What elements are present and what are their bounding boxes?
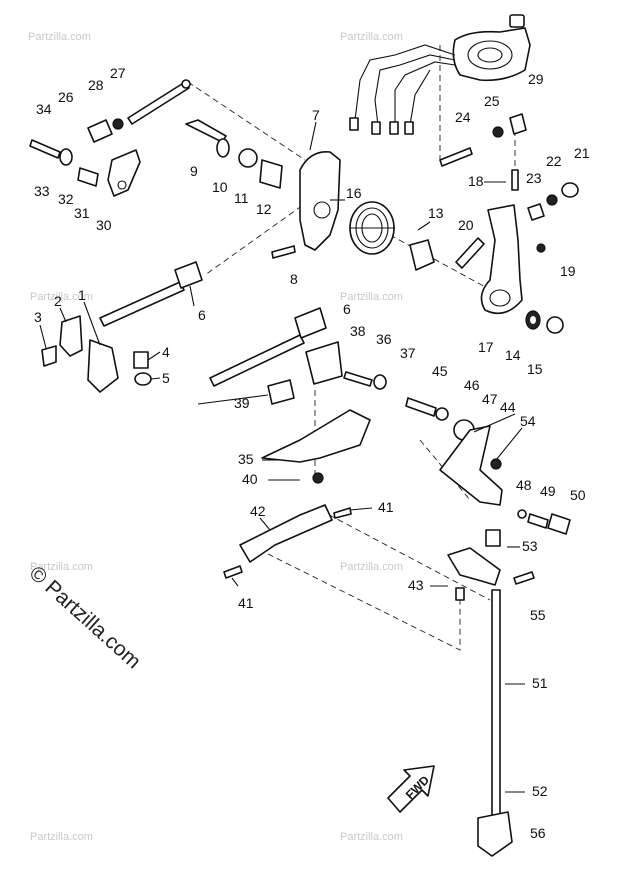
callout-32: 32 bbox=[58, 191, 74, 207]
callout-52: 52 bbox=[532, 783, 548, 799]
watermark-text: Partzilla.com bbox=[340, 561, 403, 573]
watermark-text: Partzilla.com bbox=[340, 831, 403, 843]
watermark-text: Partzilla.com bbox=[30, 291, 93, 303]
callout-38: 38 bbox=[350, 323, 366, 339]
callout-49: 49 bbox=[540, 483, 556, 499]
callout-17: 17 bbox=[478, 339, 494, 355]
callout-8: 8 bbox=[290, 271, 298, 287]
callout-51: 51 bbox=[532, 675, 548, 691]
callout-43: 43 bbox=[408, 577, 424, 593]
callout-29: 29 bbox=[528, 71, 544, 87]
callout-10: 10 bbox=[212, 179, 228, 195]
callout-54: 54 bbox=[520, 413, 536, 429]
assembly-lines bbox=[187, 45, 516, 651]
callout-15: 15 bbox=[527, 361, 543, 377]
callout-37: 37 bbox=[400, 345, 416, 361]
callout-47: 47 bbox=[482, 391, 498, 407]
callout-16: 16 bbox=[346, 185, 362, 201]
callout-46: 46 bbox=[464, 377, 480, 393]
callout-2: 2 bbox=[54, 293, 62, 309]
callout-36: 36 bbox=[376, 331, 392, 347]
callout-5: 5 bbox=[162, 370, 170, 386]
callout-42: 42 bbox=[250, 503, 266, 519]
watermark-text: Partzilla.com bbox=[28, 31, 91, 43]
shift-rod bbox=[491, 589, 501, 821]
callout-55: 55 bbox=[530, 607, 546, 623]
callout-41: 41 bbox=[378, 499, 394, 515]
callout-7: 7 bbox=[312, 107, 320, 123]
callout-26: 26 bbox=[58, 89, 74, 105]
callout-4: 4 bbox=[162, 344, 170, 360]
callout-6: 6 bbox=[198, 307, 206, 323]
throttle-rod bbox=[127, 81, 190, 125]
callout-44: 44 bbox=[500, 399, 516, 415]
callout-20: 20 bbox=[458, 217, 474, 233]
callout-40: 40 bbox=[242, 471, 258, 487]
callout-39: 39 bbox=[234, 395, 250, 411]
callout-25: 25 bbox=[484, 93, 500, 109]
callout-33: 33 bbox=[34, 183, 50, 199]
callout-11: 11 bbox=[234, 190, 249, 206]
spring bbox=[349, 201, 395, 255]
callout-24: 24 bbox=[455, 109, 471, 125]
callout-50: 50 bbox=[570, 487, 586, 503]
watermark-text: Partzilla.com bbox=[30, 831, 93, 843]
callout-13: 13 bbox=[428, 205, 444, 221]
callout-9: 9 bbox=[190, 163, 198, 179]
watermark-text: Partzilla.com bbox=[30, 561, 93, 573]
callout-23: 23 bbox=[526, 170, 542, 186]
shift-arm bbox=[239, 504, 333, 563]
leader-lines bbox=[39, 121, 525, 793]
part-drawings: FWD bbox=[29, 79, 579, 857]
callout-labels: 1 2 3 4 5 6 6 7 8 9 10 11 12 13 14 15 16… bbox=[34, 65, 590, 841]
callout-56: 56 bbox=[530, 825, 546, 841]
magneto-control-lever bbox=[299, 151, 341, 251]
callout-18: 18 bbox=[468, 173, 484, 189]
callout-35: 35 bbox=[238, 451, 254, 467]
callout-21: 21 bbox=[574, 145, 590, 161]
callout-30: 30 bbox=[96, 217, 112, 233]
watermark-text: Partzilla.com bbox=[340, 291, 403, 303]
callout-6: 6 bbox=[343, 301, 351, 317]
callout-34: 34 bbox=[36, 101, 52, 117]
timing-plate-assembly bbox=[349, 14, 531, 135]
callout-1: 1 bbox=[78, 287, 86, 303]
fwd-direction-arrow: FWD bbox=[387, 765, 435, 813]
callout-41: 41 bbox=[238, 595, 254, 611]
callout-19: 19 bbox=[560, 263, 576, 279]
callout-53: 53 bbox=[522, 538, 538, 554]
callout-22: 22 bbox=[546, 153, 562, 169]
link-arm bbox=[439, 425, 503, 506]
callout-31: 31 bbox=[74, 205, 90, 221]
callout-12: 12 bbox=[256, 201, 272, 217]
watermark-text: Partzilla.com bbox=[340, 31, 403, 43]
callout-45: 45 bbox=[432, 363, 448, 379]
callout-14: 14 bbox=[505, 347, 521, 363]
callout-3: 3 bbox=[34, 309, 42, 325]
callout-27: 27 bbox=[110, 65, 126, 81]
watermark-brand: © Partzilla.com bbox=[25, 562, 146, 674]
callout-48: 48 bbox=[516, 477, 532, 493]
throttle-arm bbox=[480, 204, 523, 315]
callout-28: 28 bbox=[88, 77, 104, 93]
shift-lever bbox=[261, 409, 371, 463]
